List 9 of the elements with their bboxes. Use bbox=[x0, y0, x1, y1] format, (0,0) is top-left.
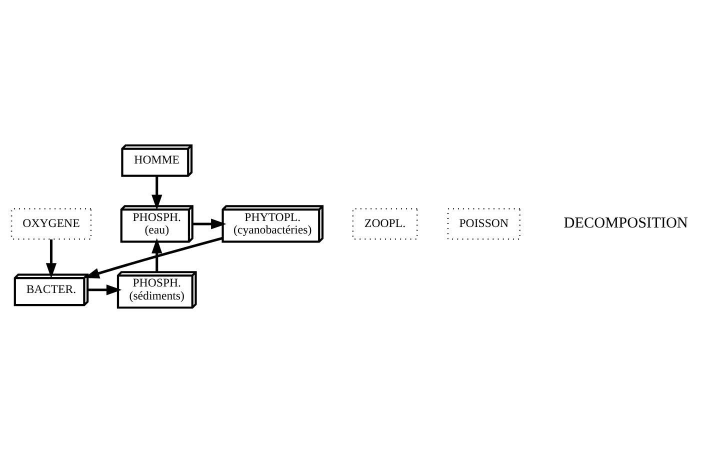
arrow bbox=[152, 238, 162, 272]
arrow bbox=[46, 239, 57, 278]
node-box: POISSON bbox=[447, 208, 520, 240]
label: DECOMPOSITION bbox=[564, 214, 688, 232]
arrow bbox=[152, 176, 162, 210]
arrow bbox=[192, 218, 226, 230]
node-box: OXYGENE bbox=[10, 208, 92, 240]
arrow bbox=[88, 284, 122, 296]
node-box: ZOOPL. bbox=[352, 208, 418, 240]
